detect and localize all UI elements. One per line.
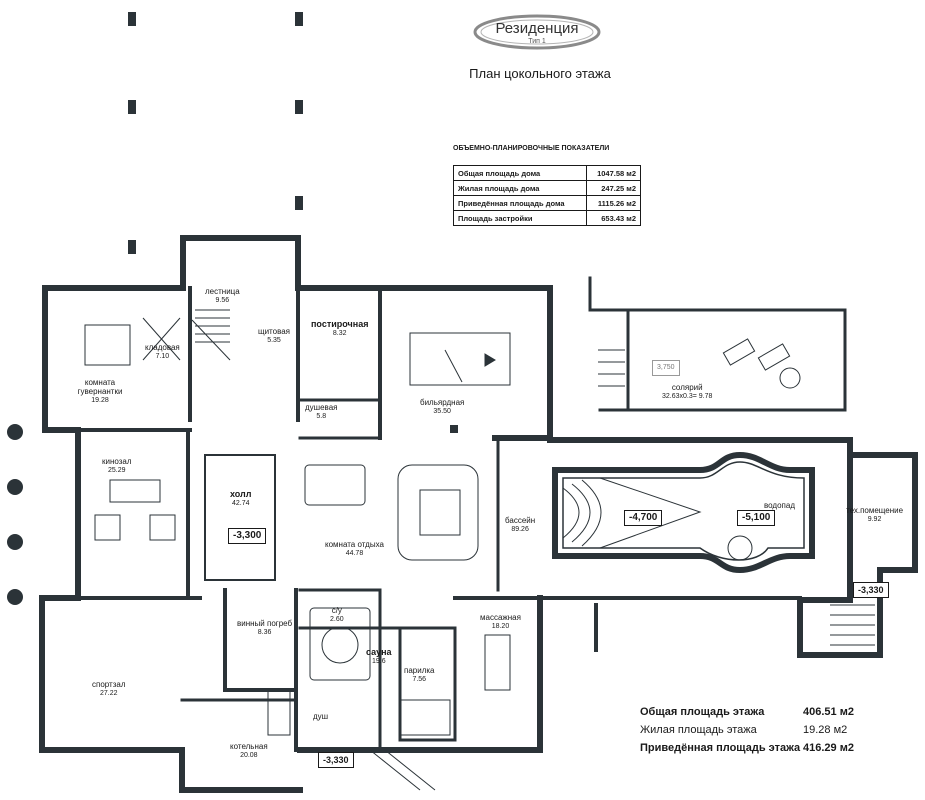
level-stair-east: -3,330 xyxy=(853,582,889,598)
level-hall: -3,300 xyxy=(228,528,267,544)
indicator-value: 247.25 м2 xyxy=(586,180,641,196)
summary-row: Жилая площадь этажа 19.28 м2 xyxy=(640,724,870,742)
level-pool-deep: -5,100 xyxy=(737,510,776,526)
summary-row: Общая площадь этажа 406.51 м2 xyxy=(640,706,870,724)
summary-label: Приведённая площадь этажа xyxy=(640,742,801,754)
indicator-label: Общая площадь дома xyxy=(453,165,587,181)
summary-label: Жилая площадь этажа xyxy=(640,724,757,736)
indicators-title: ОБЪЕМНО-ПЛАНИРОВОЧНЫЕ ПОКАЗАТЕЛИ xyxy=(453,145,610,152)
summary-label: Общая площадь этажа xyxy=(640,706,765,718)
summary-value: 416.29 м2 xyxy=(803,742,854,754)
room-shower-small: душ xyxy=(313,712,329,721)
brand-subtitle: Тип 1 xyxy=(528,38,546,45)
floor-summary: Общая площадь этажа 406.51 м2 Жилая площа… xyxy=(640,706,870,760)
indicator-label: Жилая площадь дома xyxy=(453,180,587,196)
level-pool-shallow: -4,700 xyxy=(624,510,663,526)
indicator-value: 1047.58 м2 xyxy=(586,165,641,181)
level-stair-south: -3,330 xyxy=(318,752,354,768)
plan-title: План цокольного этажа xyxy=(469,66,611,81)
billiard-table xyxy=(409,332,511,386)
indicator-label: Площадь застройки xyxy=(453,210,587,226)
residence-logo xyxy=(473,14,601,50)
indicator-label: Приведённая площадь дома xyxy=(453,195,587,211)
pool-outline xyxy=(552,451,815,574)
summary-value: 19.28 м2 xyxy=(803,724,848,736)
outer-wall xyxy=(42,235,553,441)
room-waterfall: водопад xyxy=(764,501,795,510)
level-solarium: 3,750 xyxy=(652,360,680,376)
indicator-value: 653.43 м2 xyxy=(586,210,641,226)
brand-title: Резиденция xyxy=(495,20,579,37)
summary-value: 406.51 м2 xyxy=(803,706,854,718)
indicator-value: 1115.26 м2 xyxy=(586,195,641,211)
